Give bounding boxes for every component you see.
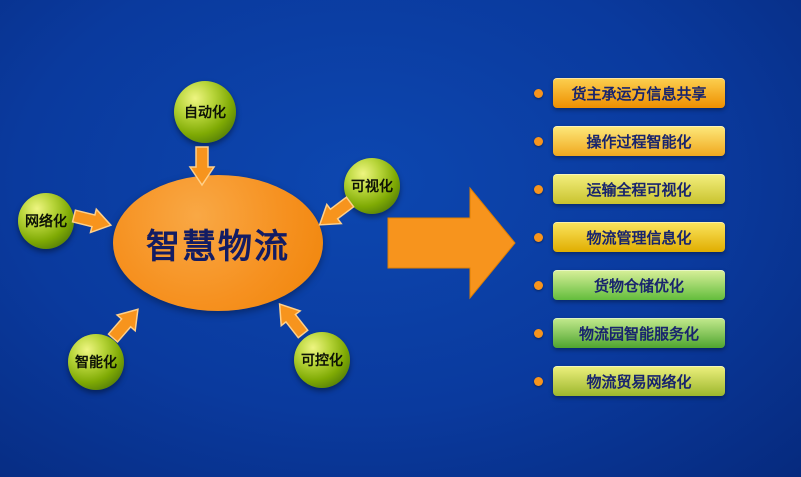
- benefit-label: 操作过程智能化: [586, 133, 692, 151]
- node-automation: 自动化: [174, 81, 236, 143]
- bullet-icon: [534, 88, 543, 98]
- big-right-arrow-icon: [387, 186, 516, 300]
- node-label: 自动化: [184, 104, 226, 120]
- arrow-networking-icon: [71, 207, 113, 234]
- list-item: 货主承运方信息共享: [534, 78, 764, 108]
- arrow-controllability-icon: [278, 302, 309, 339]
- list-item: 物流贸易网络化: [534, 366, 764, 396]
- node-intelligence: 智能化: [68, 334, 124, 390]
- benefit-bar: 物流管理信息化: [553, 222, 725, 252]
- list-item: 物流园智能服务化: [534, 318, 764, 348]
- bullet-icon: [534, 328, 543, 338]
- benefit-bar: 物流园智能服务化: [553, 318, 725, 348]
- benefit-bar: 运输全程可视化: [553, 174, 725, 204]
- benefit-label: 货主承运方信息共享: [571, 85, 707, 103]
- benefit-label: 货物仓储优化: [593, 277, 684, 295]
- node-controllability: 可控化: [294, 332, 350, 388]
- benefit-list: 货主承运方信息共享 操作过程智能化 运输全程可视化 物流管理信息化 货物仓储优化: [534, 78, 764, 414]
- benefit-label: 物流贸易网络化: [586, 373, 692, 391]
- node-label: 网络化: [25, 213, 67, 229]
- benefit-label: 运输全程可视化: [586, 181, 692, 199]
- bullet-icon: [534, 280, 543, 290]
- node-networking: 网络化: [18, 193, 74, 249]
- benefit-bar: 操作过程智能化: [553, 126, 725, 156]
- bullet-icon: [534, 376, 543, 386]
- benefit-label: 物流管理信息化: [586, 229, 692, 247]
- node-label: 可控化: [301, 352, 343, 368]
- list-item: 货物仓储优化: [534, 270, 764, 300]
- benefit-bar: 货主承运方信息共享: [553, 78, 725, 108]
- center-label: 智慧物流: [146, 227, 290, 266]
- bullet-icon: [534, 184, 543, 194]
- list-item: 运输全程可视化: [534, 174, 764, 204]
- benefit-label: 物流园智能服务化: [578, 325, 699, 343]
- bullet-icon: [534, 136, 543, 146]
- benefit-bar: 物流贸易网络化: [553, 366, 725, 396]
- node-label: 智能化: [75, 354, 117, 370]
- benefit-bar: 货物仓储优化: [553, 270, 725, 300]
- bullet-icon: [534, 232, 543, 242]
- node-label: 可视化: [351, 178, 393, 194]
- center-ellipse: 智慧物流: [113, 175, 323, 311]
- list-item: 操作过程智能化: [534, 126, 764, 156]
- node-visualization: 可视化: [344, 158, 400, 214]
- list-item: 物流管理信息化: [534, 222, 764, 252]
